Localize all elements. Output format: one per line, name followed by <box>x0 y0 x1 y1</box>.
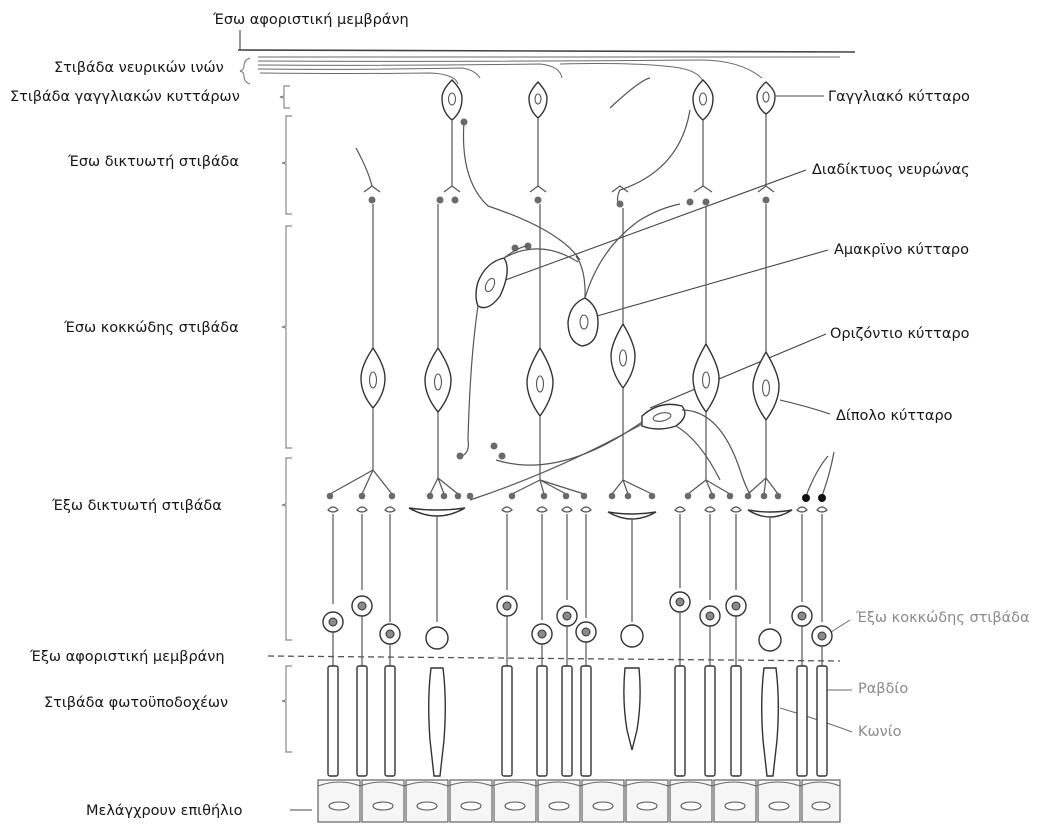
inner-limiting-membrane-line <box>238 50 855 52</box>
label-interplexiform-neuron: Διαδίκτυος νευρώνας <box>812 162 970 178</box>
photoreceptors <box>323 507 832 776</box>
interplexiform-neuron <box>457 246 579 460</box>
label-inner-limiting-membrane: Έσω αφοριστική μεμβράνη <box>212 12 409 28</box>
label-inner-plexiform: Έσω δικτυωτή στιβάδα <box>67 154 239 170</box>
leader-interplexiform <box>500 170 806 282</box>
label-rod: Ραβδίο <box>858 681 908 697</box>
brace-inner-nuclear <box>282 226 292 448</box>
label-cone: Κωνίο <box>858 724 902 740</box>
leader-bipolar <box>780 400 830 414</box>
ganglion-cells <box>442 80 775 120</box>
label-bipolar-cell: Δίπολο κύτταρο <box>836 408 953 424</box>
label-pigment-epithelium: Μελάγχρουν επιθήλιο <box>86 803 243 819</box>
label-ganglion-layer: Στιβάδα γαγγλιακών κυττάρων <box>10 89 240 105</box>
brace-inner-plexiform <box>282 116 292 214</box>
brace-photoreceptor <box>282 666 292 752</box>
leader-amacrine <box>590 250 828 318</box>
label-outer-plexiform: Έξω δικτυωτή στιβάδα <box>51 498 222 514</box>
label-photoreceptor-layer: Στιβάδα φωτοϋποδοχέων <box>44 695 228 711</box>
label-nerve-fiber-layer: Στιβάδα νευρικών ινών <box>54 60 224 76</box>
rod-cells <box>323 507 832 776</box>
opl-dendrites <box>327 452 834 502</box>
label-outer-nuclear: Έξω κοκκώδης στιβάδα <box>855 610 1030 626</box>
outer-limiting-membrane-line <box>268 656 840 661</box>
brace-nerve-fiber <box>240 58 250 84</box>
label-outer-limiting-membrane: Έξω αφοριστική μεμβράνη <box>29 649 225 665</box>
label-ganglion-cell: Γαγγλιακό κύτταρο <box>828 89 970 105</box>
brace-ganglion <box>280 86 290 108</box>
label-horizontal-cell: Οριζόντιο κύτταρο <box>830 326 970 342</box>
leader-cone <box>780 708 852 732</box>
leader-horizontal <box>650 334 826 408</box>
nerve-fibers <box>258 57 840 84</box>
bipolar-cells <box>361 204 779 480</box>
label-amacrine-cell: Αμακρϊνο κύτταρο <box>834 242 969 258</box>
brace-outer-plexiform <box>282 458 292 640</box>
label-inner-nuclear: Έσω κοκκώδης στιβάδα <box>63 320 239 336</box>
ipl-synapses <box>364 119 774 252</box>
pigment-epithelium <box>318 780 840 822</box>
